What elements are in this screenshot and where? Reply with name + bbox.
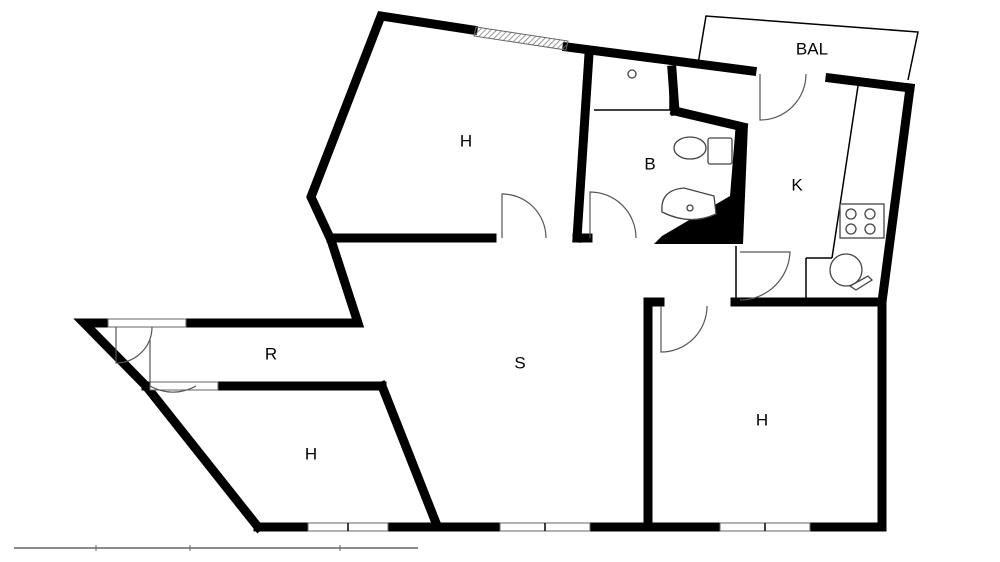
scale-bar: [14, 545, 418, 551]
kitchen-sink-icon: [829, 253, 874, 291]
room-label-bedroom-bottom-left: H: [305, 444, 317, 463]
room-label-bedroom-bottom-right: H: [756, 410, 768, 429]
toilet-icon: [673, 136, 733, 165]
room-label-bathroom: B: [644, 154, 655, 173]
fixtures: [627, 69, 885, 291]
room-label-kitchen: K: [791, 175, 803, 194]
floor-drain-icon: [627, 69, 637, 79]
balcony: [697, 15, 919, 81]
partitions: [594, 70, 859, 300]
room-labels: H B K BAL S R H H: [265, 39, 828, 463]
walls: [73, 11, 916, 534]
sink-icon: [661, 187, 717, 221]
room-label-living: S: [514, 353, 525, 372]
windows: [107, 26, 811, 532]
room-label-hall: R: [265, 344, 277, 363]
room-label-balcony: BAL: [796, 39, 828, 58]
doors: [115, 73, 807, 393]
room-label-bedroom-top: H: [460, 131, 472, 150]
stove-icon: [839, 203, 885, 239]
